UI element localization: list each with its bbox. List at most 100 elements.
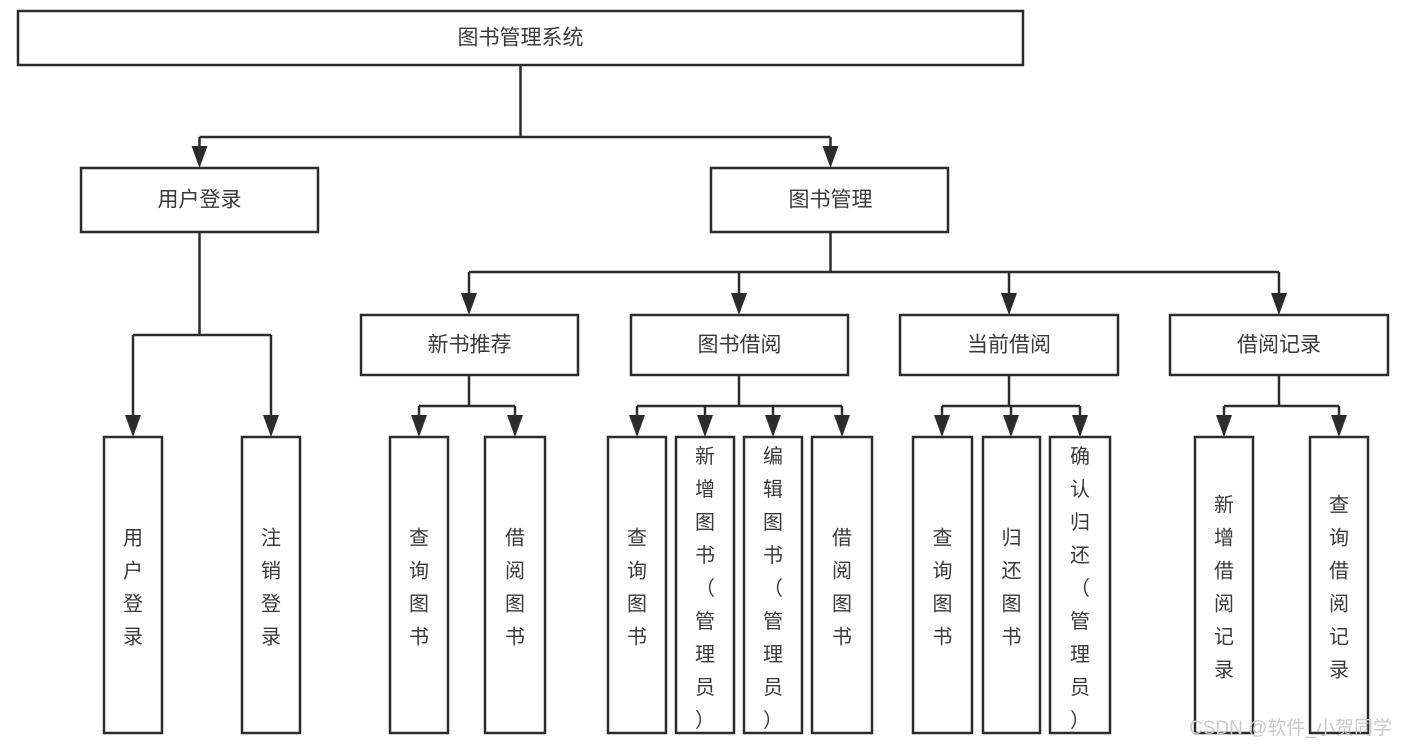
node-leaf-edit-book[interactable]: 编辑图书（管理员） xyxy=(742,435,804,735)
glyph: 还 xyxy=(1070,544,1090,567)
glyph: 阅 xyxy=(1329,593,1349,616)
leaf-add-book-box[interactable] xyxy=(674,435,736,735)
glyph: 询 xyxy=(409,560,429,583)
glyph: 归 xyxy=(1002,527,1022,550)
root-label: 图书管理系统 xyxy=(458,27,584,50)
book-manage-label: 图书管理 xyxy=(789,189,873,212)
glyph: 查 xyxy=(933,527,953,550)
leaf-logout-login-box[interactable] xyxy=(240,435,302,735)
leaf-add-borrow-record-box[interactable] xyxy=(1193,435,1255,735)
arrow-head-leaf-borrow-book-2 xyxy=(834,415,850,437)
node-current-borrow[interactable]: 当前借阅 xyxy=(898,313,1120,377)
arrow-head-leaf-query-book-2 xyxy=(629,415,645,437)
leaf-query-book-1-box[interactable] xyxy=(388,435,450,735)
leaf-user-login-box[interactable] xyxy=(102,435,164,735)
glyph: 编 xyxy=(763,445,783,468)
leaf-borrow-book-1-box[interactable] xyxy=(483,435,547,735)
node-leaf-borrow-book-1[interactable]: 借阅图书 xyxy=(483,435,547,735)
leaf-add-borrow-record-label: 新增借阅记录 xyxy=(1214,494,1234,682)
node-leaf-return-book[interactable]: 归还图书 xyxy=(981,435,1042,735)
leaf-edit-book-label: 编辑图书（管理员） xyxy=(763,445,783,732)
arrow-head-leaf-user-login xyxy=(125,415,141,437)
node-book-borrow[interactable]: 图书借阅 xyxy=(629,313,850,377)
glyph: 新 xyxy=(1214,494,1234,517)
node-borrow-record[interactable]: 借阅记录 xyxy=(1168,313,1390,377)
node-leaf-query-borrow-record[interactable]: 查询借阅记录 xyxy=(1308,435,1370,735)
node-leaf-confirm-return[interactable]: 确认归还（管理员） xyxy=(1048,435,1112,735)
leaf-edit-book-box[interactable] xyxy=(742,435,804,735)
borrow-record-box[interactable] xyxy=(1168,313,1390,377)
glyph: 录 xyxy=(1329,660,1349,682)
glyph: 还 xyxy=(1002,560,1022,583)
node-root[interactable]: 图书管理系统 xyxy=(16,9,1025,67)
leaf-query-book-2-label: 查询图书 xyxy=(627,527,647,649)
arrow-head-leaf-logout-login xyxy=(263,415,279,437)
arrow-head-current-borrow xyxy=(1001,293,1017,315)
node-leaf-logout-login[interactable]: 注销登录 xyxy=(240,435,302,735)
current-borrow-label: 当前借阅 xyxy=(967,334,1051,357)
new-book-recommend-label: 新书推荐 xyxy=(428,334,512,357)
new-book-recommend-box[interactable] xyxy=(359,313,580,377)
glyph: 管 xyxy=(1070,610,1090,633)
node-leaf-query-book-3[interactable]: 查询图书 xyxy=(911,435,974,735)
glyph: 理 xyxy=(1070,644,1090,666)
node-book-manage[interactable]: 图书管理 xyxy=(709,166,950,234)
node-leaf-query-book-1[interactable]: 查询图书 xyxy=(388,435,450,735)
arrow-head-book-manage xyxy=(822,146,839,168)
glyph: 询 xyxy=(1329,527,1349,550)
glyph: ） xyxy=(695,709,715,732)
leaf-query-book-3-box[interactable] xyxy=(911,435,974,735)
node-user-login[interactable]: 用户登录 xyxy=(79,166,320,234)
leaf-borrow-book-2-label: 借阅图书 xyxy=(832,527,852,649)
borrow-record-label: 借阅记录 xyxy=(1237,334,1321,357)
glyph: 书 xyxy=(505,626,525,649)
glyph: 销 xyxy=(261,560,281,583)
glyph: 记 xyxy=(1329,626,1349,649)
glyph: 确 xyxy=(1070,445,1090,468)
glyph: 员 xyxy=(1070,677,1090,699)
connector-book-borrow-to-leaves xyxy=(635,375,844,421)
glyph: 记 xyxy=(1214,626,1234,649)
leaf-query-book-1-label: 查询图书 xyxy=(409,527,429,649)
arrow-head-leaf-query-borrow-record xyxy=(1331,415,1347,437)
current-borrow-box[interactable] xyxy=(898,313,1120,377)
glyph: 图 xyxy=(695,512,715,534)
book-manage-box[interactable] xyxy=(709,166,950,234)
node-leaf-add-book[interactable]: 新增图书（管理员） xyxy=(674,435,736,735)
arrow-head-leaf-confirm-return xyxy=(1072,415,1088,437)
arrow-head-leaf-query-book-3 xyxy=(934,415,950,437)
glyph: 录 xyxy=(1214,660,1234,682)
node-leaf-query-book-2[interactable]: 查询图书 xyxy=(606,435,668,735)
glyph: 借 xyxy=(832,527,852,550)
leaf-user-login-label: 用户登录 xyxy=(123,528,143,649)
leaf-query-book-2-box[interactable] xyxy=(606,435,668,735)
node-leaf-add-borrow-record[interactable]: 新增借阅记录 xyxy=(1193,435,1255,735)
leaf-borrow-book-2-box[interactable] xyxy=(810,435,874,735)
node-new-book-recommend[interactable]: 新书推荐 xyxy=(359,313,580,377)
glyph: 图 xyxy=(1002,594,1022,616)
glyph: 录 xyxy=(123,627,143,649)
node-leaf-borrow-book-2[interactable]: 借阅图书 xyxy=(810,435,874,735)
glyph: 管 xyxy=(763,610,783,633)
root-box[interactable] xyxy=(16,9,1025,67)
glyph: 认 xyxy=(1070,478,1090,501)
arrow-head-leaf-add-borrow-record xyxy=(1216,415,1232,437)
arrow-head-leaf-return-book xyxy=(1003,415,1019,437)
glyph: 书 xyxy=(409,626,429,649)
user-login-box[interactable] xyxy=(79,166,320,234)
arrow-head-leaf-add-book xyxy=(697,415,713,437)
leaf-query-borrow-record-box[interactable] xyxy=(1308,435,1370,735)
connector-borrow-record-to-leaves xyxy=(1222,375,1341,421)
glyph: 用 xyxy=(123,528,143,550)
glyph: （ xyxy=(1070,577,1090,600)
glyph: 查 xyxy=(409,527,429,550)
book-borrow-box[interactable] xyxy=(629,313,850,377)
node-leaf-user-login[interactable]: 用户登录 xyxy=(102,435,164,735)
leaf-return-book-box[interactable] xyxy=(981,435,1042,735)
glyph: 录 xyxy=(261,627,281,649)
book-borrow-label: 图书借阅 xyxy=(698,334,782,357)
glyph: （ xyxy=(763,577,783,600)
glyph: 书 xyxy=(832,626,852,649)
leaf-confirm-return-box[interactable] xyxy=(1048,435,1112,735)
